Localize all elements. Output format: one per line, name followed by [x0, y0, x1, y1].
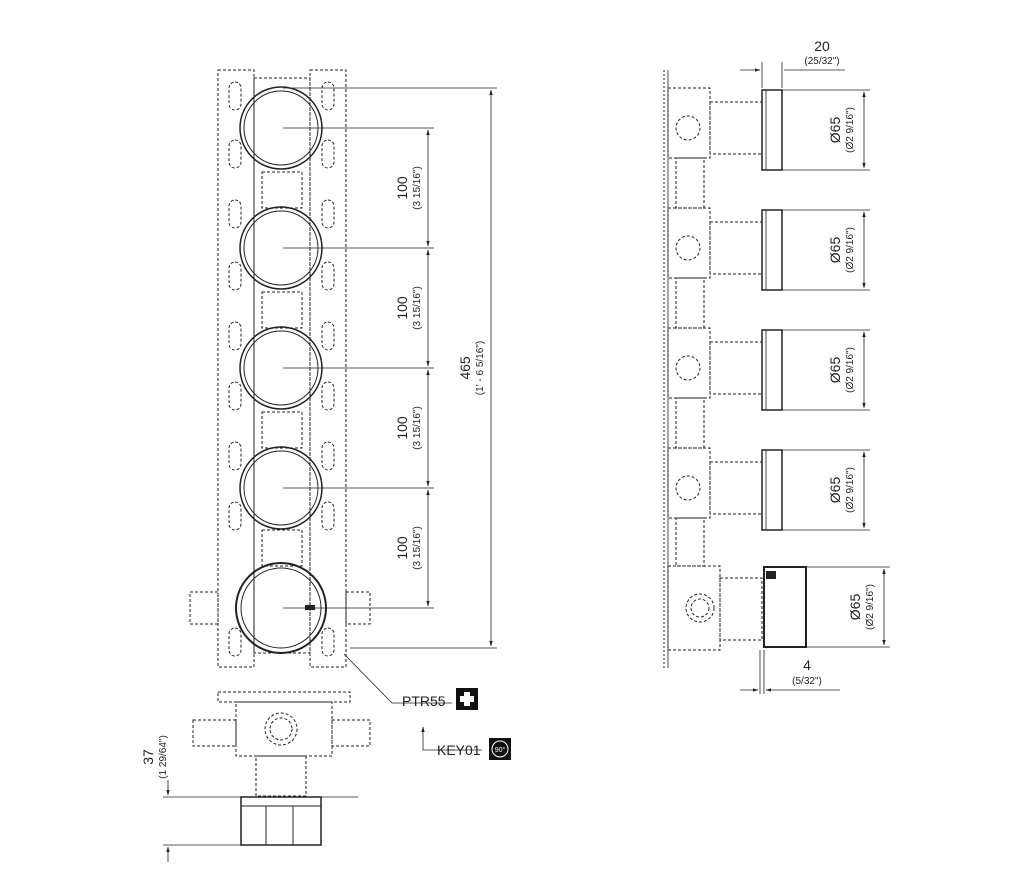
- diameter-imperial-3: (Ø2 9/16"): [845, 347, 856, 393]
- gap-label: 4: [803, 657, 811, 673]
- depth-label: 20: [814, 38, 830, 54]
- bottom-view: [163, 691, 371, 862]
- height-label: 37: [140, 749, 156, 765]
- diameter-imperial-5: (Ø2 9/16"): [865, 584, 876, 630]
- spacing-imperial-3: (3 15/16"): [412, 406, 423, 450]
- knob-profiles: [761, 89, 807, 648]
- key-label: KEY01: [437, 742, 481, 758]
- rotate-90-icon: 90°: [489, 738, 511, 760]
- diameter-imperial-1: (Ø2 9/16"): [845, 107, 856, 153]
- diameter-imperial-4: (Ø2 9/16"): [845, 467, 856, 513]
- diameter-label-4: Ø65: [827, 477, 843, 504]
- spacing-label-3: 100: [394, 416, 410, 440]
- diameter-imperial-2: (Ø2 9/16"): [845, 227, 856, 273]
- depth-imperial: (25/32"): [804, 56, 839, 67]
- mounting-frame: [189, 69, 371, 668]
- spacing-imperial-2: (3 15/16"): [412, 286, 423, 330]
- diameter-label-5: Ø65: [847, 594, 863, 621]
- spacing-label-1: 100: [394, 176, 410, 200]
- spacing-imperial-1: (3 15/16"): [412, 166, 423, 210]
- total-height-label: 465: [457, 356, 473, 380]
- gap-imperial: (5/32"): [792, 676, 822, 687]
- total-height-imperial: (1' - 6 5/16"): [475, 341, 486, 395]
- diameter-label-3: Ø65: [827, 357, 843, 384]
- side-view: [663, 62, 890, 694]
- diameter-label-1: Ø65: [827, 117, 843, 144]
- front-view: [189, 69, 497, 751]
- knob-row: [235, 86, 327, 654]
- spacing-label-2: 100: [394, 296, 410, 320]
- spacing-imperial-4: (3 15/16"): [412, 526, 423, 570]
- diameter-label-2: Ø65: [827, 237, 843, 264]
- spacing-label-4: 100: [394, 536, 410, 560]
- plus-icon: [456, 688, 478, 710]
- ptr-label: PTR55: [402, 693, 446, 709]
- svg-text:90°: 90°: [495, 746, 506, 754]
- height-imperial: (1 29/64"): [158, 735, 169, 779]
